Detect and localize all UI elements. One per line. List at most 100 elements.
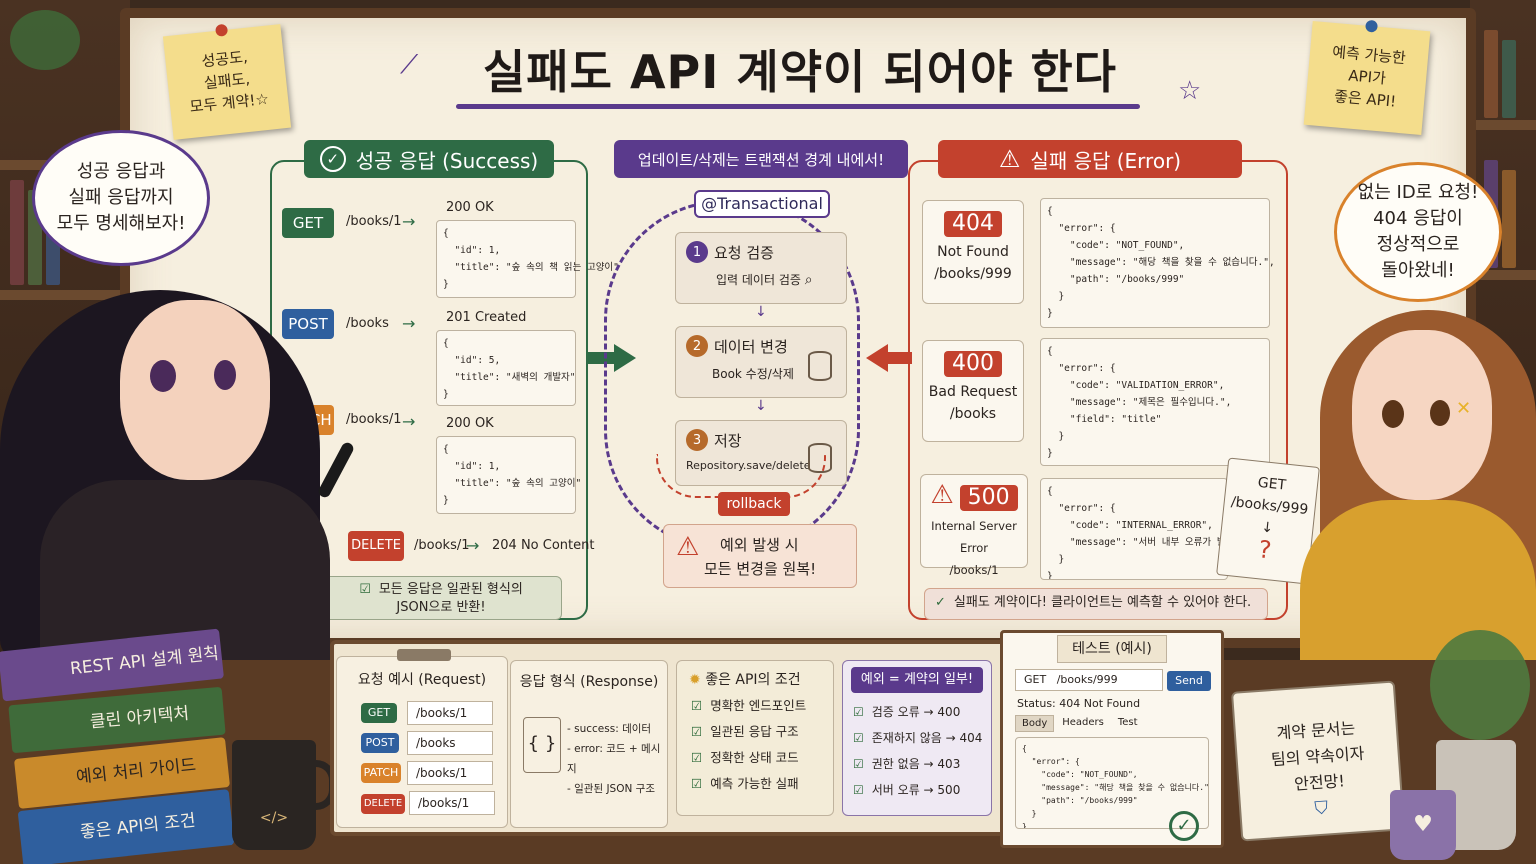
exception-contract-item: ☑권한 없음 → 403 (853, 757, 961, 771)
star-icon: ☆ (1178, 76, 1202, 106)
check-icon: ✓ (935, 595, 946, 610)
checkbox-icon: ☑ (359, 582, 371, 597)
database-icon (808, 351, 832, 381)
step-label: 요청 검증 (714, 243, 774, 262)
bubble-line: 정상적으로 (1376, 234, 1460, 255)
bubble-line: 실패 응답까지 (68, 187, 174, 208)
success-footer-note: ☑모든 응답은 일관된 형식의 JSON으로 반환! (320, 576, 562, 620)
step-modify: 2 데이터 변경 Book 수정/삭제 (675, 326, 847, 398)
plant-leaves (10, 10, 80, 70)
error-path: /books (949, 406, 997, 422)
warning-icon: ⚠ (998, 145, 1021, 173)
test-window-title: 테스트 (예시) (1057, 635, 1167, 663)
shelf-plank (1470, 270, 1536, 280)
hairclip-icon: ✕ (1456, 398, 1472, 419)
response-format-panel: 응답 형식 (Response) { } - success: 데이터 - er… (510, 660, 668, 828)
sticky-note-right: 예측 가능한 API가 좋은 API! (1303, 19, 1431, 135)
character-left-body (40, 480, 330, 660)
status-code: 200 OK (446, 200, 494, 215)
response-format-title: 응답 형식 (Response) (519, 674, 659, 690)
error-path: /books/999 (934, 266, 1012, 282)
response-format-item: - 일관된 JSON 구조 (567, 783, 655, 795)
speech-bubble-right: 없는 ID로 요청! 404 응답이 정상적으로 돌아왔네! (1334, 162, 1502, 302)
check-circle-icon: ✓ (1169, 811, 1199, 841)
error-path: /books/1 (949, 563, 999, 577)
json-response: { "id": 1, "title": "숲 속의 고양이" } (436, 436, 581, 514)
endpoint-path: /books/1 (346, 412, 402, 427)
pin-icon (214, 23, 229, 37)
response-format-item: - success: 데이터 (567, 723, 652, 735)
character-left-eye (150, 360, 176, 392)
bubble-line: 모두 명세해보자! (56, 213, 186, 234)
status-code: 204 No Content (492, 538, 595, 553)
success-footer-line: ☑모든 응답은 일관된 형식의 (359, 582, 523, 597)
response-format-item: - error: 코드 + 메시지 (567, 743, 661, 775)
request-example-title: 요청 예시 (Request) (357, 672, 487, 688)
exception-note: ⚠ 예외 발생 시 모든 변경을 원복! (663, 524, 857, 588)
braces-icon: { } (523, 717, 561, 773)
method-badge-get: GET (361, 703, 397, 723)
error-code-badge: 404 (944, 211, 1002, 237)
error-code-badge: 500 (959, 485, 1018, 511)
error-json-404: { "error": { "code": "NOT_FOUND", "messa… (1040, 198, 1275, 328)
heart-mug-icon: ♥ (1390, 790, 1456, 860)
step-desc: Book 수정/삭제 (712, 367, 794, 381)
step-label: 저장 (714, 431, 742, 450)
character-left-eye (214, 360, 236, 390)
send-button[interactable]: Send (1167, 671, 1211, 691)
status-code: 200 OK (446, 416, 494, 431)
shelf-book (1484, 30, 1498, 118)
character-right-eye (1382, 400, 1404, 428)
method-badge-post: POST (361, 733, 399, 753)
method-badge-post: POST (282, 309, 334, 339)
mug: </> (232, 740, 316, 850)
success-footer-line: JSON으로 반환! (396, 600, 486, 615)
tab-test[interactable]: Test (1117, 717, 1138, 728)
arrow-down-icon: ↓ (755, 304, 767, 320)
request-path-field: /books/1 (407, 761, 493, 785)
method-badge-delete: DELETE (348, 531, 404, 561)
character-right-eye (1430, 400, 1450, 426)
error-json-400: { "error": { "code": "VALIDATION_ERROR",… (1040, 338, 1270, 466)
error-json-500: { "error": { "code": "INTERNAL_ERROR", "… (1040, 478, 1228, 580)
rollback-badge: rollback (718, 492, 790, 516)
warning-icon: ⚠ (676, 532, 700, 562)
tab-headers[interactable]: Headers (1062, 717, 1104, 728)
error-header-label: 실패 응답 (Error) (1030, 148, 1182, 173)
pin-icon (1365, 19, 1379, 33)
sparkle-icon: ⟋ (400, 50, 419, 80)
arrow-right-icon: → (402, 412, 416, 431)
transaction-header: 업데이트/삭제는 트랜잭션 경계 내에서! (614, 140, 908, 178)
error-card-400: 400 Bad Request /books (922, 340, 1024, 442)
clipboard-clip (397, 649, 451, 661)
bubble-line: 없는 ID로 요청! (1357, 182, 1479, 203)
test-url-input[interactable]: GET /books/999 (1015, 669, 1163, 691)
character-right-face (1352, 330, 1492, 500)
good-api-item: ☑명확한 엔드포인트 (691, 698, 807, 713)
exception-line: 예외 발생 시 (720, 536, 799, 554)
endpoint-path: /books/1 (414, 538, 470, 553)
exception-contract-item: ☑검증 오류 → 400 (853, 705, 961, 719)
arrow-left-icon (866, 344, 888, 372)
method-badge-get: GET (282, 208, 334, 238)
good-api-item: ☑정확한 상태 코드 (691, 750, 799, 765)
step-number: 3 (686, 429, 708, 451)
exception-contract-item: ☑존재하지 않음 → 404 (853, 731, 983, 745)
speech-bubble-left: 성공 응답과 실패 응답까지 모두 명세해보자! (32, 130, 210, 266)
request-path-field: /books/1 (407, 701, 493, 725)
shelf-book (1502, 40, 1516, 118)
status-code: 201 Created (446, 310, 527, 325)
tab-body[interactable]: Body (1015, 715, 1055, 732)
mug-code-text: </> (259, 810, 289, 826)
success-header: ✓ 성공 응답 (Success) (304, 140, 554, 178)
sticky-note-left: 성공도, 실패도, 모두 계약!☆ (162, 23, 292, 140)
step-desc: 입력 데이터 검증 ⌕ (716, 272, 813, 288)
error-card-500: ⚠ 500 Internal Server Error /books/1 (920, 474, 1028, 577)
step-desc: Repository.save/delete (686, 459, 811, 472)
error-name: Internal Server Error (931, 519, 1017, 555)
exception-contract-panel: 예외 = 계약의 일부! ☑검증 오류 → 400 ☑존재하지 않음 → 404… (842, 660, 992, 816)
arrow-right-icon (614, 344, 636, 372)
shelf-book (1502, 170, 1516, 268)
step-number: 1 (686, 241, 708, 263)
arrow-right-icon: → (402, 314, 416, 333)
